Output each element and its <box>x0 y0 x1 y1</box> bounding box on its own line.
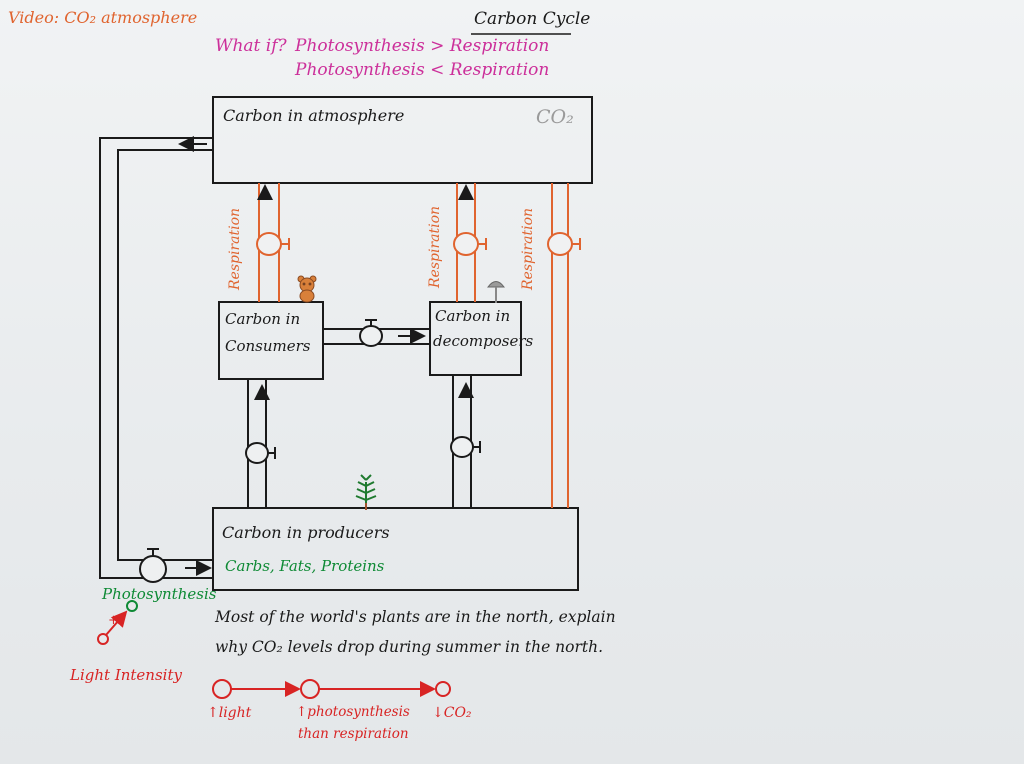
chain-label-light: ↑light <box>207 705 252 721</box>
light-photosynthesis-link <box>97 600 138 645</box>
atmosphere-box <box>212 96 593 184</box>
plant-icon <box>355 474 377 510</box>
decomposers-label-line2: decomposers <box>433 332 534 350</box>
what-if-prefix: What if? <box>215 36 287 56</box>
respiration-pipe-producers <box>551 183 569 508</box>
mushroom-icon <box>487 281 505 303</box>
chain-node-light <box>212 679 232 699</box>
consumers-label-line1: Carbon in <box>225 310 301 328</box>
consumers-label-line2: Consumers <box>225 337 311 355</box>
what-if-line-2: Photosynthesis < Respiration <box>295 60 550 80</box>
video-note: Video: CO₂ atmosphere <box>8 8 198 27</box>
chain-node-co2 <box>435 681 451 697</box>
bear-icon <box>297 275 317 303</box>
light-intensity-label: Light Intensity <box>70 666 182 684</box>
valve-icon <box>450 436 481 458</box>
valve-icon <box>139 548 167 583</box>
valve-icon <box>453 232 487 256</box>
chain-label-photosynthesis-2: than respiration <box>298 726 409 742</box>
chain-label-co2: ↓CO₂ <box>432 705 472 721</box>
photosynthesis-label: Photosynthesis <box>102 585 217 603</box>
consumers-box <box>218 301 324 380</box>
producers-sublabel: Carbs, Fats, Proteins <box>225 557 385 575</box>
page-title: Carbon Cycle <box>474 9 591 29</box>
decomposers-label-line1: Carbon in <box>435 307 511 325</box>
valve-icon <box>256 232 290 256</box>
valve-icon <box>359 319 383 347</box>
co2-tag: CO₂ <box>536 106 574 128</box>
producers-label: Carbon in producers <box>222 523 390 542</box>
respiration-label-3: Respiration <box>520 207 536 290</box>
valve-icon <box>245 442 276 464</box>
chain-label-photosynthesis-1: ↑photosynthesis <box>296 704 410 720</box>
question-line-2: why CO₂ levels drop during summer in the… <box>215 638 604 656</box>
respiration-label-1: Respiration <box>227 207 243 290</box>
respiration-label-2: Respiration <box>427 205 443 288</box>
producers-to-consumers-pipe <box>247 379 267 508</box>
chain-node-photosynthesis <box>300 679 320 699</box>
valve-icon <box>547 232 581 256</box>
photosynthesis-pipe <box>99 137 213 579</box>
photosynthesis-plus: + <box>108 613 119 628</box>
what-if-line-1: Photosynthesis > Respiration <box>295 36 550 56</box>
question-line-1: Most of the world's plants are in the no… <box>215 608 616 626</box>
producers-box <box>212 507 579 591</box>
atmosphere-label: Carbon in atmosphere <box>223 106 405 125</box>
causal-chain <box>212 679 451 699</box>
